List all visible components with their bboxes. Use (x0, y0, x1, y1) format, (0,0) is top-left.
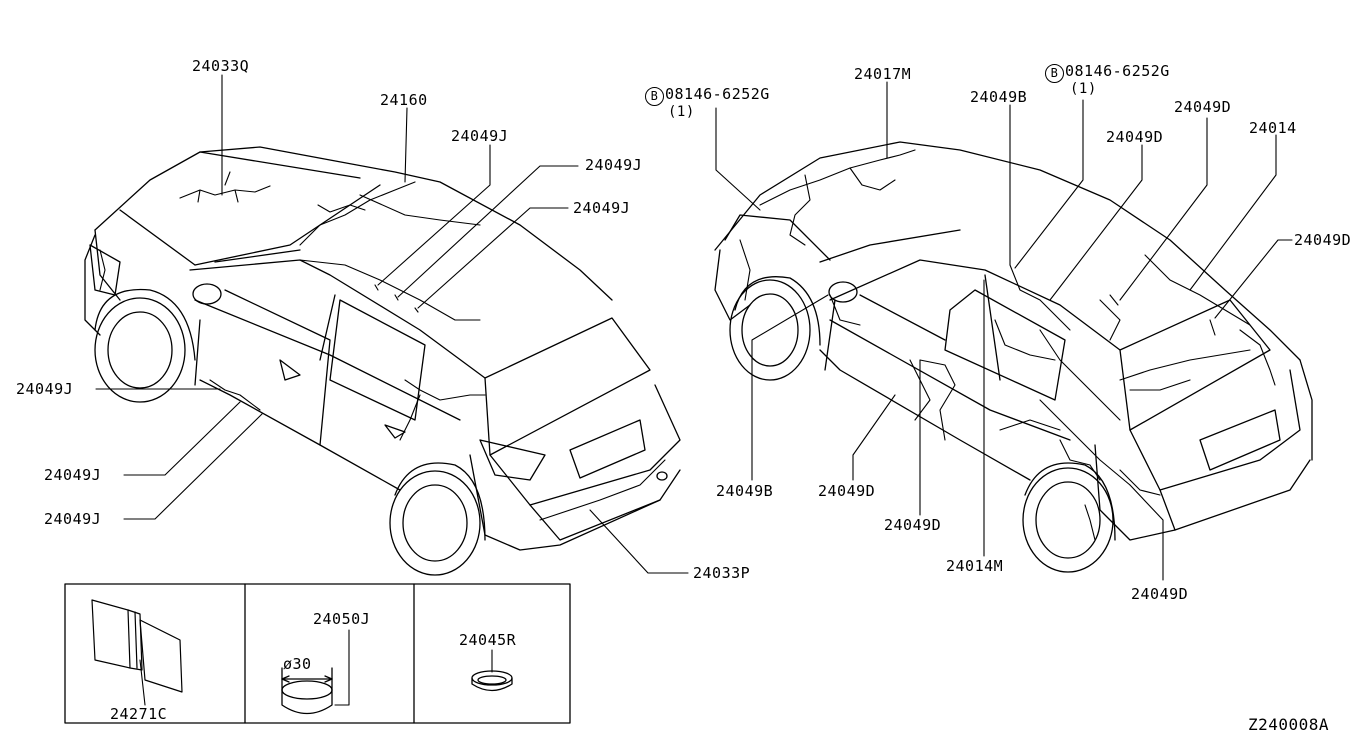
part-label-24050J: 24050J (313, 610, 371, 628)
right-car-body (714, 141, 1313, 573)
leader-lines (95, 74, 1293, 706)
dimension-label: ø30 (283, 655, 312, 673)
left-car-body (84, 146, 681, 576)
plug-disc-icon (281, 667, 333, 715)
parts-box-outline (64, 583, 571, 724)
bolt-qty-left: (1) (668, 104, 695, 120)
bolt-part-number: 08146-6252G (1065, 62, 1170, 80)
part-label-24049D-5: 24049D (884, 516, 942, 534)
part-label-24049J-sill-2: 24049J (44, 466, 102, 484)
part-label-24049J-sill-3: 24049J (44, 510, 102, 528)
part-label-24049J-roof-1: 24049J (451, 127, 509, 145)
part-label-24049J-roof-2: 24049J (585, 156, 643, 174)
part-label-24049B-bottom: 24049B (716, 482, 774, 500)
circled-b-icon: B (1045, 64, 1064, 83)
part-label-24049D-4: 24049D (818, 482, 876, 500)
right-car-harness (739, 149, 1276, 541)
part-label-24045R: 24045R (459, 631, 517, 649)
grommet-icon (471, 670, 513, 692)
part-label-24014: 24014 (1249, 119, 1297, 137)
part-label-24049D-2: 24049D (1106, 128, 1164, 146)
circled-b-icon: B (645, 87, 664, 106)
figure-code: Z240008A (1248, 715, 1330, 734)
tape-icon (91, 599, 183, 693)
part-label-24049J-sill-1: 24049J (16, 380, 74, 398)
part-label-24049B-top: 24049B (970, 88, 1028, 106)
left-car-harness (99, 171, 666, 521)
part-label-24271C: 24271C (110, 705, 168, 723)
part-label-24160: 24160 (380, 91, 428, 109)
part-label-24017M: 24017M (854, 65, 912, 83)
part-label-24014M: 24014M (946, 557, 1004, 575)
bolt-part-number: 08146-6252G (665, 85, 770, 103)
part-label-24033Q: 24033Q (192, 57, 250, 75)
part-label-24049J-roof-3: 24049J (573, 199, 631, 217)
part-label-24049D-6: 24049D (1131, 585, 1189, 603)
part-label-24049D-1: 24049D (1174, 98, 1232, 116)
part-label-24049D-3: 24049D (1294, 231, 1352, 249)
bolt-qty-right: (1) (1070, 81, 1097, 97)
part-label-24033P: 24033P (693, 564, 751, 582)
